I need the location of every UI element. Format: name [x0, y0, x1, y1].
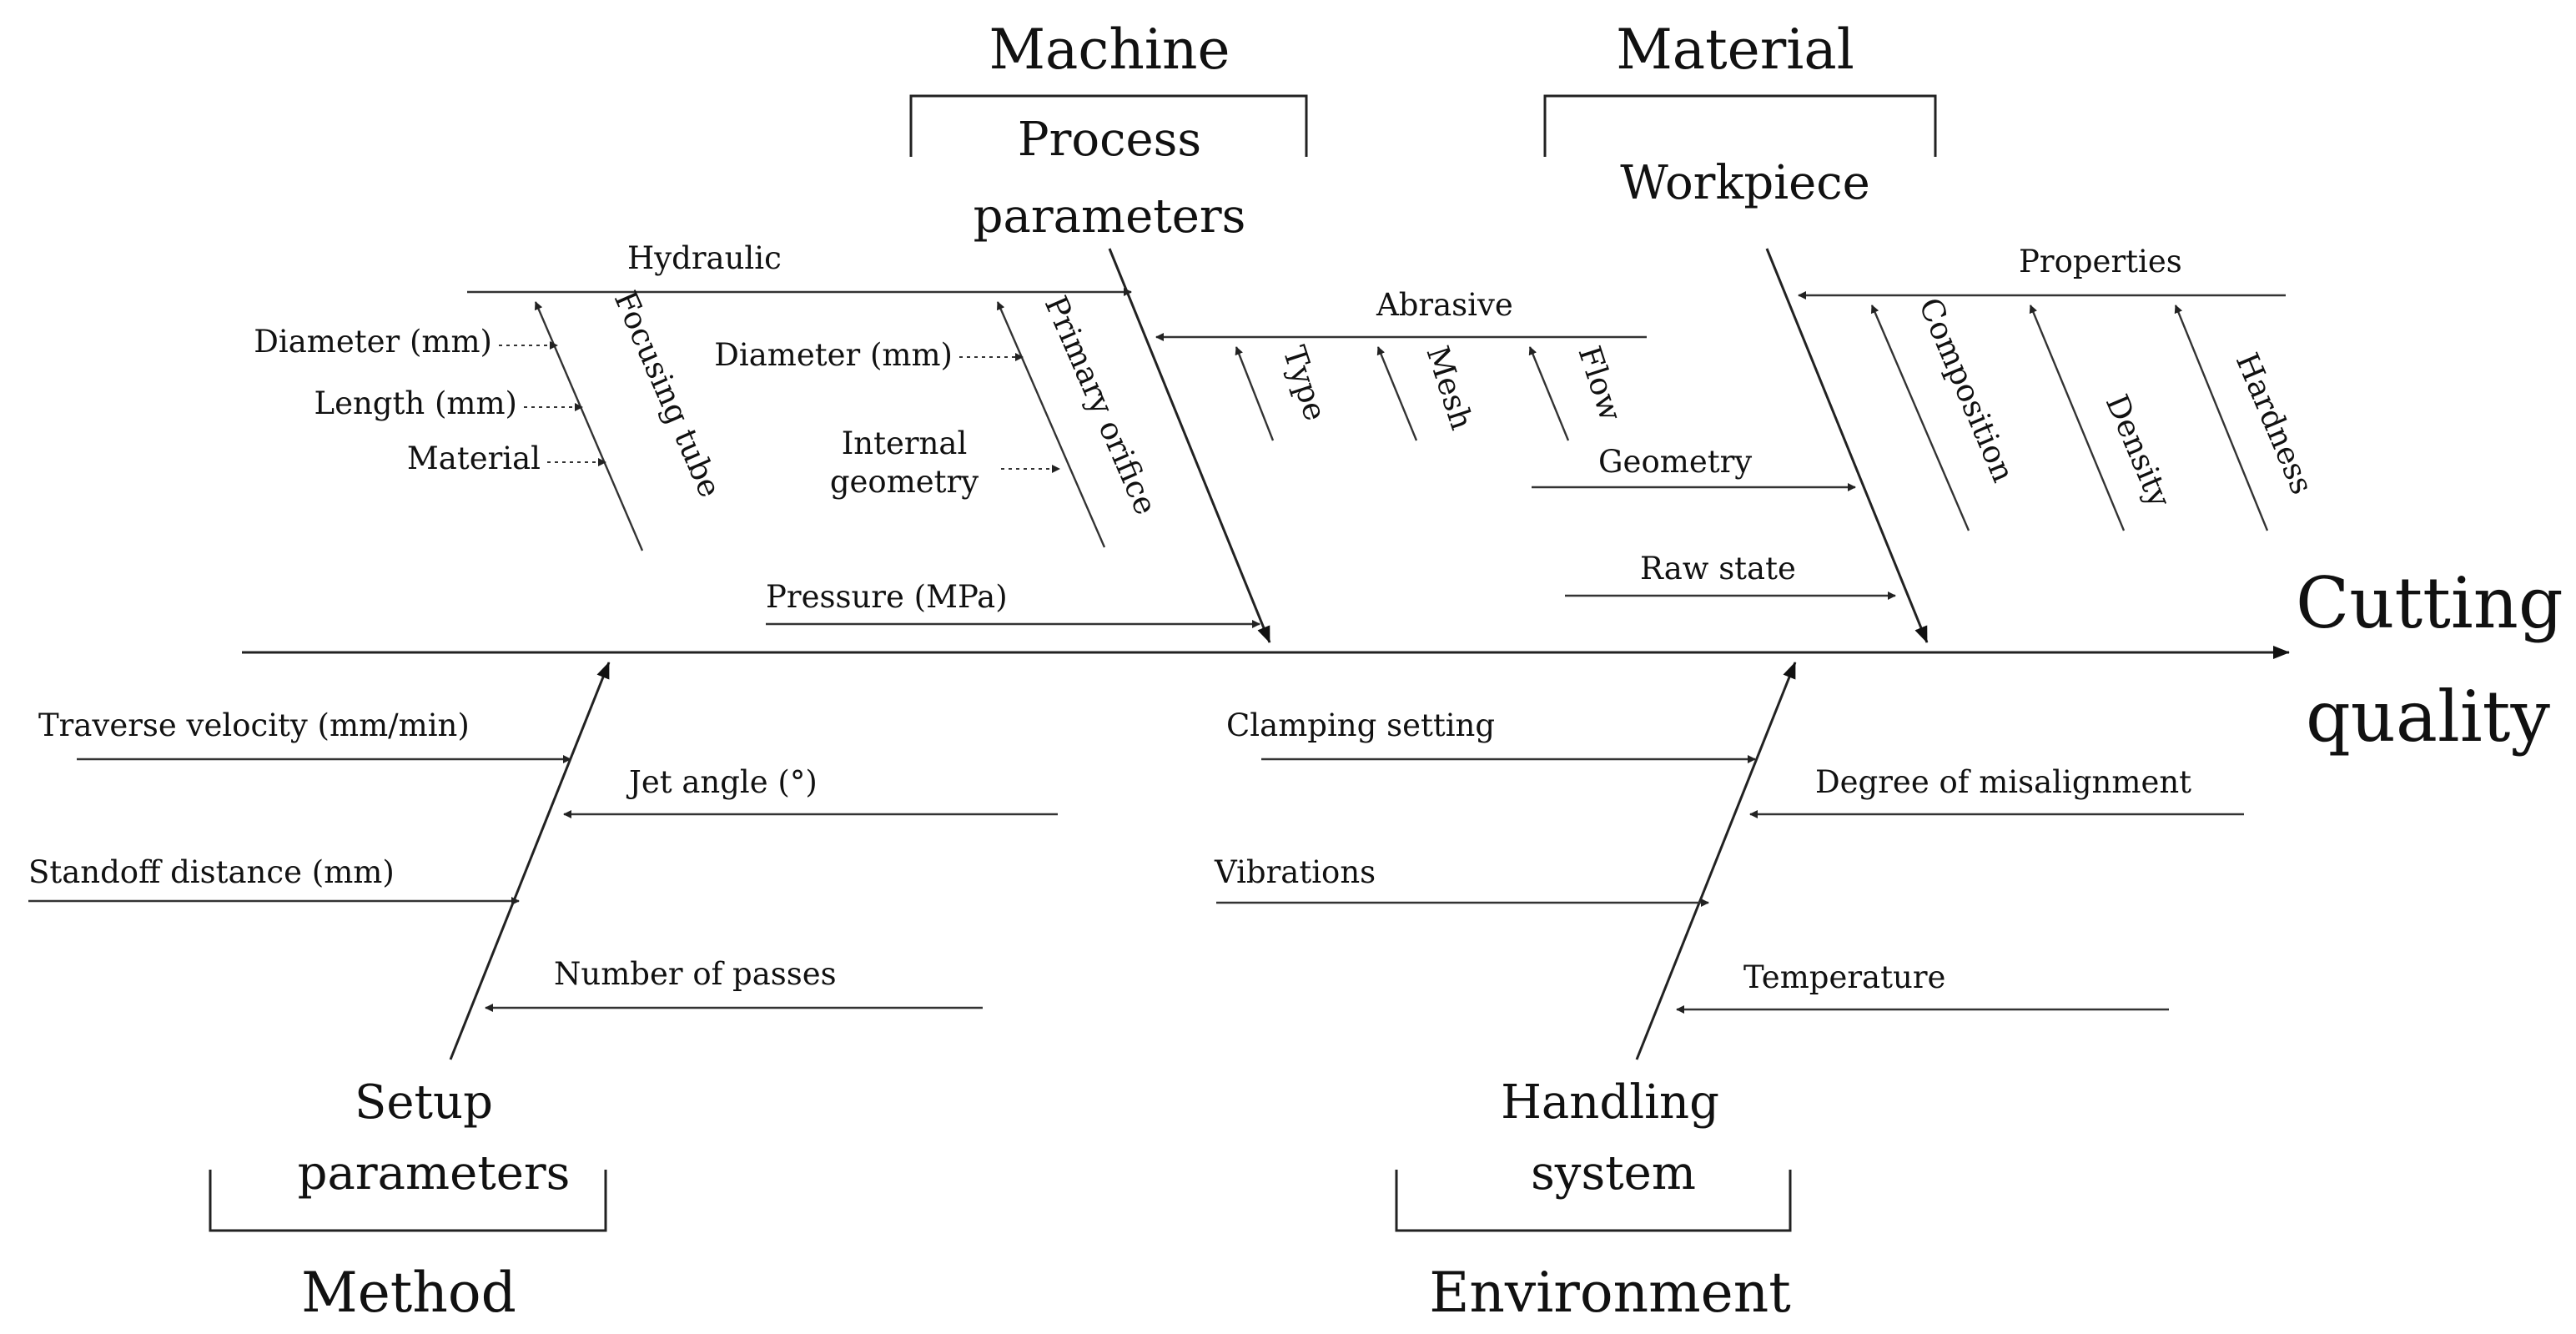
properties-item-composition: Composition	[1912, 293, 2022, 487]
abrasive-item-type: Type	[1275, 341, 1333, 425]
misalignment-label: Degree of misalignment	[1815, 764, 2191, 800]
bracket-environment	[1395, 1170, 1792, 1232]
abrasive-item-flow-line	[1528, 346, 1570, 441]
properties-label: Properties	[2019, 244, 2182, 279]
bracket-method	[209, 1170, 607, 1232]
jet-angle-label: Jet angle (°)	[626, 764, 818, 800]
primary-orifice-item-geometry: geometry	[830, 464, 979, 500]
effect-label-line2: quality	[2306, 676, 2550, 758]
category-machine: Machine	[989, 18, 1230, 82]
primary-orifice-line	[996, 301, 1106, 548]
focusing-tube-item-length: Length (mm)	[314, 385, 517, 421]
bone-setup-line	[449, 662, 611, 1060]
bone-process-line	[1108, 248, 1271, 643]
properties-item-density: Density	[2099, 390, 2178, 513]
temperature-label: Temperature	[1743, 959, 1945, 995]
bracket-machine	[909, 94, 1308, 157]
raw-state-label: Raw state	[1640, 551, 1796, 586]
bone-setup-line1: Setup	[355, 1075, 493, 1130]
bone-workpiece-line	[1765, 248, 1929, 643]
traverse-velocity-label: Traverse velocity (mm/min)	[38, 707, 470, 743]
category-material: Material	[1616, 18, 1854, 82]
bone-process-line2: parameters	[974, 189, 1246, 244]
abrasive-label: Abrasive	[1376, 287, 1513, 323]
category-environment: Environment	[1429, 1261, 1791, 1325]
properties-item-density-line	[2029, 305, 2126, 531]
properties-item-hardness: Hardness	[2229, 348, 2321, 500]
properties-item-hardness-line	[2174, 305, 2269, 531]
abrasive-item-mesh-line	[1376, 346, 1418, 441]
properties-item-composition-line	[1870, 305, 1970, 531]
bone-handling-line2: system	[1531, 1146, 1696, 1201]
category-method: Method	[301, 1261, 516, 1325]
number-of-passes-label: Number of passes	[554, 956, 837, 992]
focusing-tube-label: Focusing tube	[607, 285, 728, 502]
focusing-tube-item-diameter: Diameter (mm)	[254, 324, 492, 360]
abrasive-item-flow: Flow	[1571, 341, 1628, 425]
hydraulic-label: Hydraulic	[627, 240, 782, 276]
bone-handling-line1: Handling	[1501, 1075, 1719, 1130]
standoff-distance-label: Standoff distance (mm)	[28, 854, 395, 890]
abrasive-item-mesh: Mesh	[1419, 341, 1480, 434]
abrasive-item-type-line	[1235, 346, 1275, 441]
primary-orifice-label: Primary orifice	[1038, 290, 1164, 520]
pressure-label: Pressure (MPa)	[766, 579, 1008, 615]
bone-process-line1: Process	[1018, 113, 1201, 167]
bone-handling-line	[1635, 662, 1797, 1060]
clamping-setting-label: Clamping setting	[1226, 707, 1495, 743]
vibrations-label: Vibrations	[1214, 854, 1376, 890]
focusing-tube-item-material: Material	[407, 440, 541, 476]
bracket-material	[1543, 94, 1937, 157]
primary-orifice-item-internal: Internal	[842, 425, 968, 461]
bone-setup-line2: parameters	[298, 1146, 571, 1201]
geometry-label: Geometry	[1598, 444, 1752, 480]
bone-workpiece: Workpiece	[1620, 156, 1870, 210]
primary-orifice-item-diameter: Diameter (mm)	[714, 337, 953, 373]
effect-label-line1: Cutting	[2296, 562, 2563, 644]
